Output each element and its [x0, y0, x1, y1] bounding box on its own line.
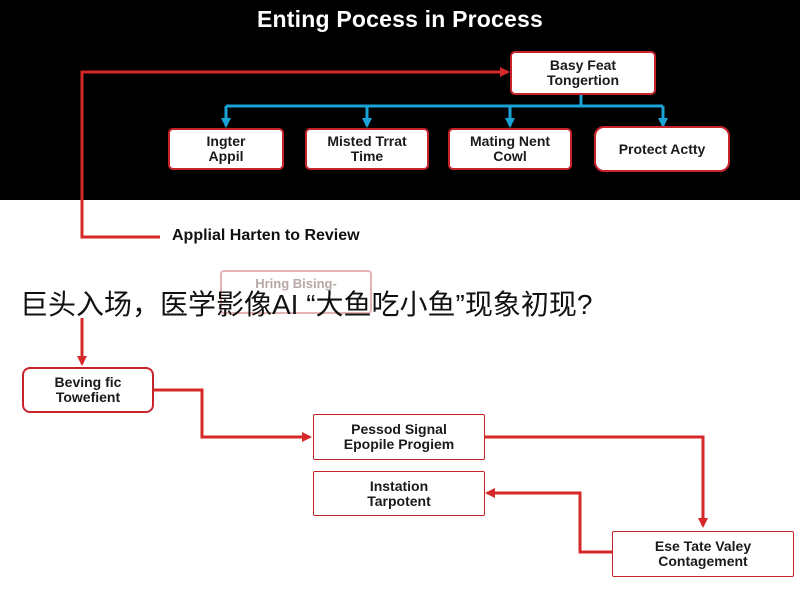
node-ese-line2: Contagement [658, 553, 748, 569]
node-branch3: Mating Nent Cowl [448, 128, 572, 170]
review-label: Applial Harten to Review [172, 227, 360, 244]
node-bevting-line1: Beving fic [54, 374, 122, 390]
node-branch4: Protect Actty [594, 126, 730, 172]
node-instation-line1: Instation [369, 477, 429, 494]
node-ese-line1: Ese Tate Valey [654, 538, 752, 554]
node-branch2: Misted Trrat Time [305, 128, 429, 170]
node-pessod-line1: Pessod Signal [351, 421, 447, 437]
node-ese: Ese Tate Valey Contagement [612, 531, 794, 577]
node-bevting-line2: Towefient [55, 389, 121, 405]
node-branch4-line1: Protect Actty [618, 140, 706, 157]
node-branch1: Ingter Appil [168, 128, 284, 170]
node-faint-line1: Hring Bising- [255, 276, 337, 291]
node-branch3-line1: Mating Nent [469, 133, 551, 149]
node-top-line2: Tongertion [546, 72, 620, 88]
node-instation-line2: Tarpotent [367, 492, 431, 509]
node-pessod: Pessod Signal Epopile Progiem [313, 414, 485, 460]
arrow-bevting-to-pessod [154, 388, 312, 442]
node-top-line1: Basy Feat [549, 57, 617, 73]
node-branch3-line2: Cowl [493, 148, 527, 164]
overlay-caption: 巨头入场，医学影像AI “大鱼吃小鱼”现象初现? [20, 289, 593, 320]
node-branch2-line2: Time [350, 148, 384, 164]
node-branch1-line2: Appil [208, 148, 244, 164]
arrow-pessod-to-ese [485, 435, 708, 528]
node-pessod-line2: Epopile Progiem [343, 436, 455, 452]
node-branch2-line1: Misted Trrat [327, 133, 407, 149]
node-instation: Instation Tarpotent [313, 471, 485, 516]
arrow-ese-to-instation [485, 488, 612, 554]
node-top: Basy Feat Tongertion [510, 51, 656, 95]
diagram-title: Enting Pocess in Process [256, 6, 543, 32]
node-bevting: Beving fic Towefient [22, 367, 154, 413]
arrow-review-to-top [80, 67, 510, 239]
node-faint: Hring Bising- [220, 270, 372, 314]
node-branch1-line1: Ingter [206, 133, 246, 149]
